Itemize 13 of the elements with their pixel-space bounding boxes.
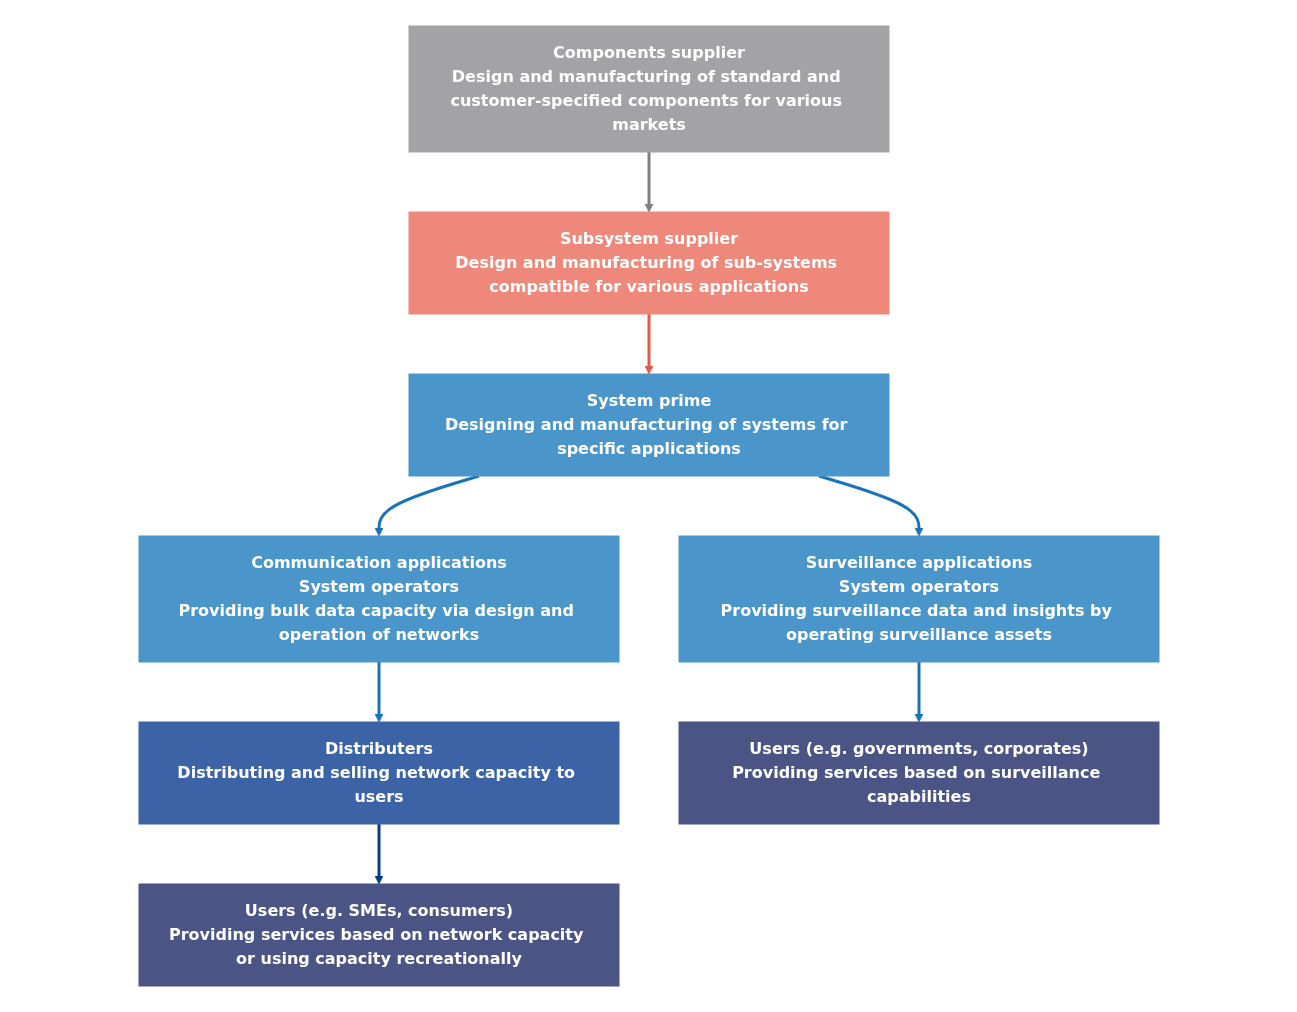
node-box: Distributers Distributing and selling network capacity to users [138, 721, 619, 825]
node-box: Users (e.g. governments, corporates) Providing services based on surveillance capabilities [678, 721, 1159, 825]
node-box: Users (e.g. SMEs, consumers) Providing services based on network capacity or using capacity recreationally [138, 883, 619, 987]
node-box: Components supplier Design and manufacturing of standard and customer-specified components for various markets [408, 25, 889, 153]
arrow [644, 152, 653, 213]
arrow [914, 662, 923, 723]
node-box: Subsystem supplier Design and manufacturing of sub-systems compatible for various applications [408, 211, 889, 315]
arrow [644, 314, 653, 375]
arrow [374, 662, 383, 723]
arrow [374, 824, 383, 885]
node-box: System prime Designing and manufacturing of systems for specific applications [408, 373, 889, 477]
node-box: Communication applications System operators Providing bulk data capacity via design and operation of networks [138, 535, 619, 663]
node-box: Surveillance applications System operators Providing surveillance data and insights by operating surveillance assets [678, 535, 1159, 663]
